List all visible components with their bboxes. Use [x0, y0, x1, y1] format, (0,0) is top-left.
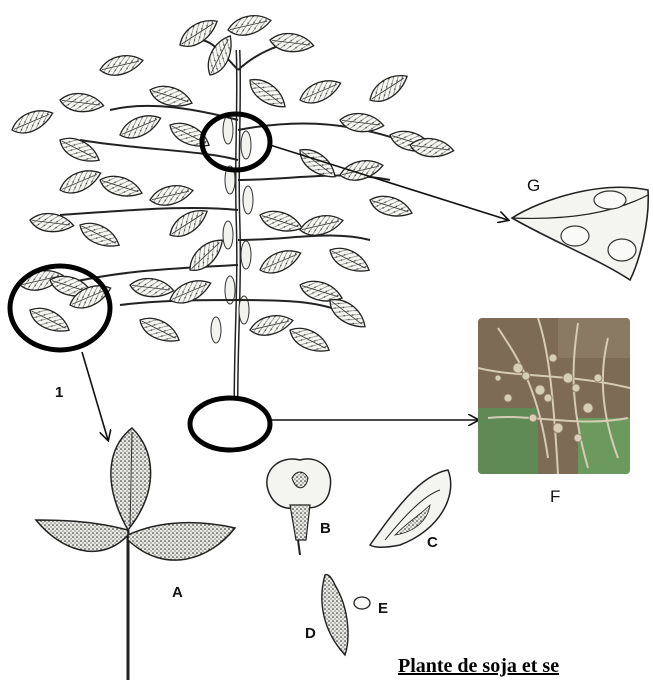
seed-icon	[354, 597, 370, 609]
label-c: C	[427, 534, 438, 551]
label-f: F	[550, 487, 560, 507]
pod-section-icon	[370, 470, 451, 547]
pod-d-icon	[322, 575, 348, 655]
circle-roots	[190, 398, 270, 450]
label-a: A	[172, 584, 183, 601]
label-d: D	[305, 625, 316, 642]
arrow-to-leaf	[82, 352, 108, 440]
flower-icon	[267, 459, 331, 555]
leaf-icon	[36, 428, 235, 680]
pod-icon	[512, 187, 648, 280]
label-g: G	[527, 176, 540, 196]
label-e: E	[378, 600, 388, 617]
soybean-plant	[9, 12, 456, 400]
figure-caption: Plante de soja et se	[398, 655, 559, 678]
label-b: B	[320, 520, 331, 537]
roots-nodules-photo	[478, 318, 630, 474]
label-1: 1	[55, 384, 63, 401]
